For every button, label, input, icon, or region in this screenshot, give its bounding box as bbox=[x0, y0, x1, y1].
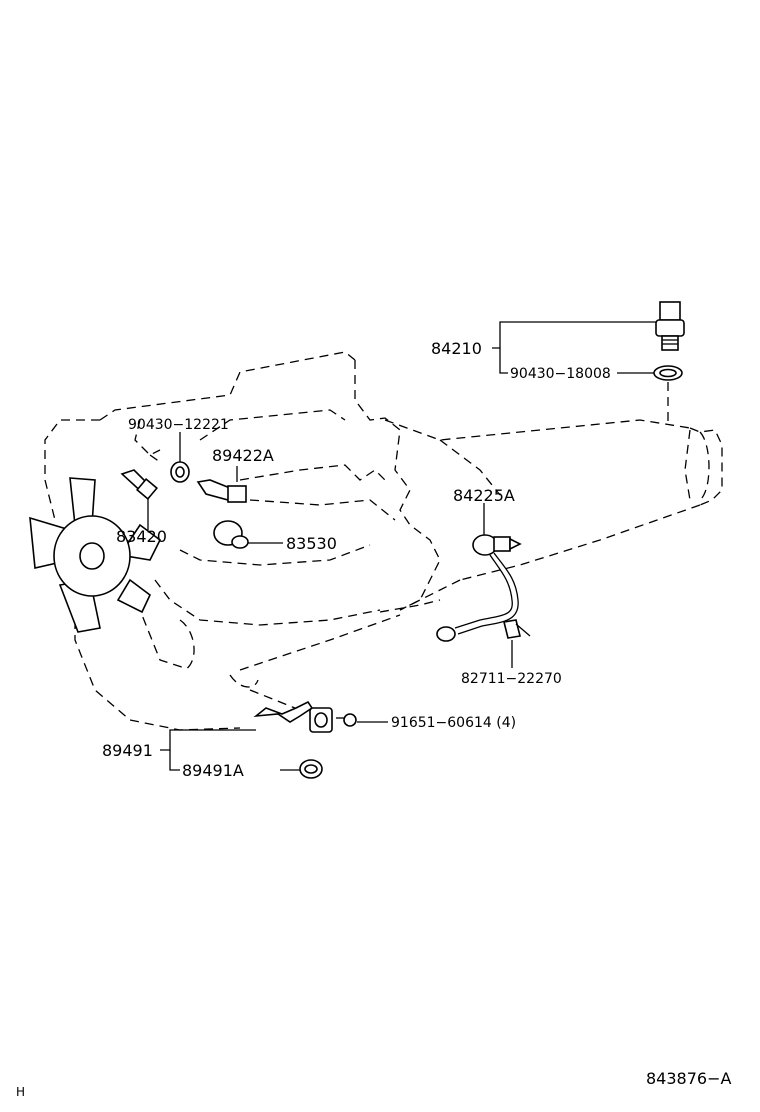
oring-89491A bbox=[299, 759, 323, 779]
gasket-90430-18008 bbox=[653, 365, 683, 381]
speed-sensor-89491 bbox=[253, 700, 333, 733]
temp-sender-83420 bbox=[120, 469, 158, 500]
label-83420: 83420 bbox=[116, 527, 167, 546]
engine-outline bbox=[44, 351, 723, 731]
label-90430-18008: 90430−18008 bbox=[510, 366, 611, 382]
label-83530: 83530 bbox=[286, 534, 337, 553]
label-89491A: 89491A bbox=[182, 761, 244, 780]
label-84225A: 84225A bbox=[453, 486, 515, 505]
sender-83530 bbox=[213, 520, 249, 549]
leader-lines bbox=[147, 321, 656, 771]
label-82711-22270: 82711−22270 bbox=[461, 671, 562, 687]
figure-code: 843876−A bbox=[646, 1069, 731, 1088]
label-84210: 84210 bbox=[431, 339, 482, 358]
oil-pressure-switch-84210 bbox=[655, 301, 685, 351]
label-90430-12221: 90430−12221 bbox=[128, 417, 229, 433]
label-89491: 89491 bbox=[102, 741, 153, 760]
label-91651-60614: 91651−60614 (4) bbox=[391, 715, 516, 731]
label-89422A: 89422A bbox=[212, 446, 274, 465]
bolt-91651-60614 bbox=[336, 713, 357, 727]
switch-84225A bbox=[436, 534, 522, 642]
corner-mark: H bbox=[16, 1085, 25, 1099]
gasket-90430-12221 bbox=[170, 461, 190, 483]
clamp-82711-22270 bbox=[503, 619, 531, 639]
cooling-fan bbox=[29, 477, 162, 633]
sensor-89422A bbox=[196, 479, 247, 503]
